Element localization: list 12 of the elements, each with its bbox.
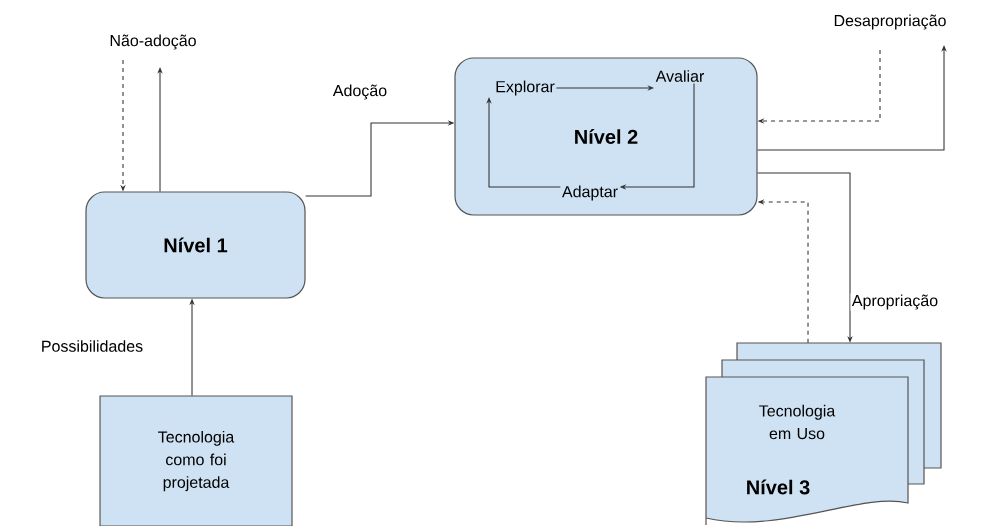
step-label: Adaptar	[562, 185, 618, 201]
annotation: Desapropriação	[834, 14, 946, 30]
annotation: Não-adoção	[110, 34, 196, 50]
step-label: Avaliar	[655, 70, 705, 82]
arrow	[486, 97, 561, 188]
process-box: Tecnologia como foi projetada	[99, 395, 293, 526]
rounded-box: Nível 1	[85, 191, 306, 299]
document-stack: Tecnologia em Uso Nível 3	[705, 342, 942, 526]
edge-label: Adoção	[331, 83, 389, 101]
edge-label: Apropriação	[850, 293, 940, 311]
step-label: Explorar	[496, 80, 555, 96]
edge-label: Possibilidades	[39, 338, 145, 354]
